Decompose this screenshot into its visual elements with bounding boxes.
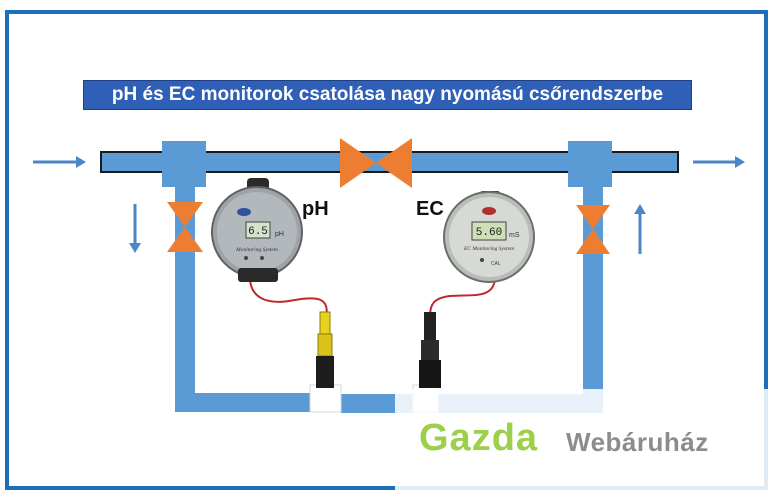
right-tee-fitting <box>568 141 612 187</box>
left-tee-fitting <box>162 141 206 187</box>
watermark-brand: Gazda <box>419 417 539 459</box>
ph-model-text: Monitoring System <box>235 247 278 253</box>
ec-probe-icon <box>419 312 441 388</box>
outlet-arrow-icon <box>693 156 745 168</box>
ec-label: EC <box>416 198 444 220</box>
ec-cable <box>429 277 496 317</box>
up-arrow-icon <box>634 204 646 254</box>
ph-cable <box>249 279 328 319</box>
ec-monitor: 5.60 mS EC Monitoring System CAL <box>443 191 535 283</box>
watermark: Gazda Webáruház <box>395 389 768 490</box>
ph-display <box>245 221 271 239</box>
watermark-shop: Webáruház <box>566 427 709 457</box>
left-valve-icon <box>167 202 203 252</box>
ph-monitor: 6.5 pH Monitoring System <box>211 178 303 282</box>
ph-sensor-fitting <box>309 384 342 413</box>
right-valve-icon <box>576 205 610 254</box>
inlet-arrow-icon <box>33 156 86 168</box>
ec-cal-text: CAL <box>491 261 501 267</box>
page-title: pH és EC monitorok csatolása nagy nyomás… <box>83 80 692 110</box>
ph-display-unit: pH <box>275 231 284 238</box>
ec-display <box>471 221 507 241</box>
down-arrow-icon <box>129 204 141 253</box>
main-valve-icon <box>340 138 412 188</box>
ec-display-unit: mS <box>509 232 520 239</box>
ec-display-value: 5.60 <box>476 227 502 239</box>
ec-model-text: EC Monitoring System <box>463 246 514 252</box>
ph-probe-icon <box>316 311 334 388</box>
ph-label: pH <box>302 198 329 220</box>
bottom-pipe <box>175 393 311 412</box>
ph-display-value: 6.5 <box>248 226 268 238</box>
